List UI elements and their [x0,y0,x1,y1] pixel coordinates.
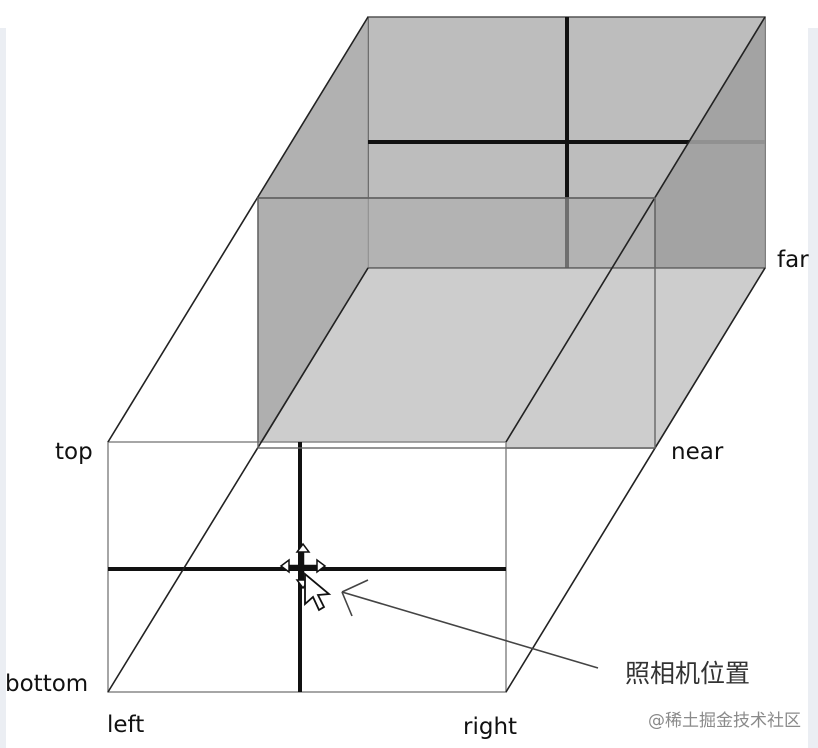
camera-position-caption: 照相机位置 [625,659,750,688]
left-window-strip [0,28,6,748]
label-left: left [107,712,144,738]
label-right: right [463,714,517,740]
camera-pointer-arrow-a [341,579,369,593]
camera-pointer-line [341,591,599,669]
label-far: far [777,247,809,273]
edge-bottom-right [505,267,766,693]
edge-top-right [505,16,766,443]
move-cursor-icon [279,542,332,612]
watermark: @稀土掘金技术社区 [648,711,801,731]
right-window-strip [808,28,818,748]
camera-pointer-arrow-b [341,591,353,617]
edge-bottom-left [107,267,369,693]
label-bottom: bottom [5,671,88,697]
edge-top-left [107,16,369,443]
label-near: near [671,439,724,465]
near-plane-outline [257,197,656,449]
label-top: top [55,439,93,465]
